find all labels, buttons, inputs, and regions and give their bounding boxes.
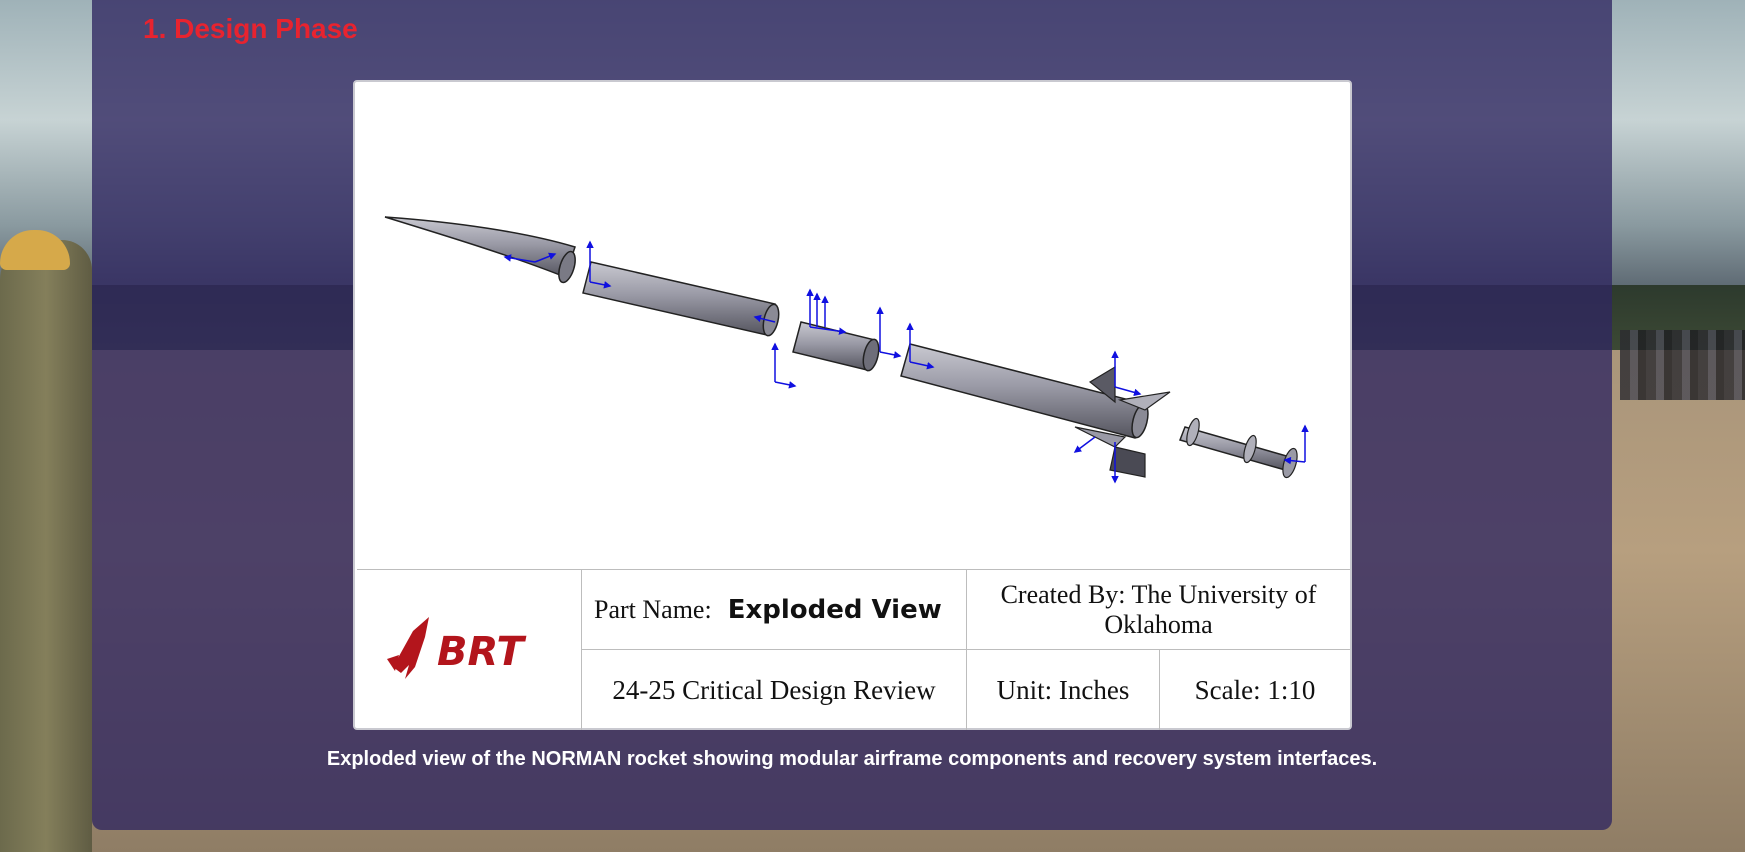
review-text: 24-25 Critical Design Review bbox=[612, 674, 936, 705]
part-name-cell: Part Name: Exploded View bbox=[582, 570, 967, 650]
brt-logo: BRT bbox=[387, 617, 526, 679]
nose-cone bbox=[384, 216, 576, 284]
figure-caption: Exploded view of the NORMAN rocket showi… bbox=[326, 748, 1378, 770]
review-cell: 24-25 Critical Design Review bbox=[582, 650, 967, 730]
background-crowd bbox=[1620, 330, 1745, 400]
scale-cell: Scale: 1:10 bbox=[1160, 650, 1350, 730]
created-by-cell: Created By: The University of Oklahoma bbox=[967, 570, 1350, 650]
background-person bbox=[0, 240, 92, 852]
cad-drawing-card: BRT Part Name: Exploded View Created By:… bbox=[353, 80, 1352, 730]
part-name-label: Part Name: bbox=[594, 594, 712, 624]
axis-markers bbox=[503, 240, 1309, 484]
created-by-text: Created By: The University of Oklahoma bbox=[1000, 579, 1317, 639]
motor-mount bbox=[1179, 417, 1298, 479]
part-name-value: Exploded View bbox=[727, 594, 942, 625]
brt-logo-text: BRT bbox=[437, 629, 526, 675]
upper-airframe bbox=[582, 261, 780, 337]
brt-logo-cell: BRT bbox=[357, 570, 582, 730]
title-block: BRT Part Name: Exploded View Created By:… bbox=[357, 569, 1350, 730]
scale-text: Scale: 1:10 bbox=[1194, 674, 1316, 705]
avionics-bay bbox=[792, 321, 880, 372]
section-title: 1. Design Phase bbox=[143, 13, 358, 44]
unit-text: Unit: Inches bbox=[996, 674, 1130, 705]
booster-airframe bbox=[900, 343, 1171, 478]
unit-cell: Unit: Inches bbox=[967, 650, 1160, 730]
exploded-rocket-drawing bbox=[384, 216, 1309, 484]
